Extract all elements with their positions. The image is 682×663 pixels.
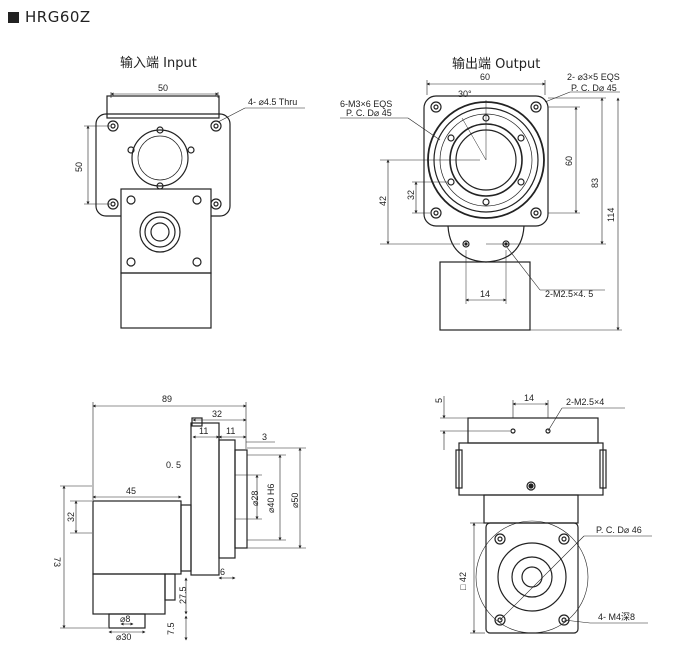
output-flange [423, 95, 549, 227]
output-dim-w14: 14 [480, 289, 490, 299]
side-dim-d40: ⌀40 H6 [266, 484, 276, 513]
bottom-pcd-circle [475, 520, 589, 634]
output-dim-h60: 60 [564, 156, 574, 166]
output-dim-h114: 114 [606, 208, 616, 222]
bottom-dim-5: 5 [434, 398, 444, 403]
side-dim-73: 73 [52, 557, 62, 567]
side-dim-d50: ⌀50 [290, 493, 300, 508]
side-dim-d28: ⌀28 [250, 491, 260, 506]
side-view [60, 402, 306, 641]
side-dim-05: 0. 5 [166, 460, 181, 470]
bottom-dim-14: 14 [524, 393, 534, 403]
bottom-dim-sq42: □ 42 [458, 572, 468, 590]
input-bore [131, 129, 189, 187]
side-dim-32v: 32 [66, 512, 76, 522]
bottom-view [440, 396, 652, 634]
output-dim-h32: 32 [406, 190, 416, 200]
input-view-label: 输入端 Input [120, 56, 197, 71]
input-dim-holes: 4- ⌀4.5 Thru [248, 97, 297, 107]
input-dim-height: 50 [74, 162, 84, 172]
square-bullet-icon [8, 11, 19, 23]
output-dim-holes-top-2: P. C. D⌀ 45 [571, 83, 617, 93]
bottom-dim-m4: 4- M4深8 [598, 612, 635, 622]
bottom-dim-m25: 2-M2.5×4 [566, 397, 604, 407]
output-dim-holes-left-2: P. C. D⌀ 45 [346, 108, 392, 118]
bottom-motor-adapter [483, 494, 579, 524]
bottom-motor-flange [485, 522, 579, 634]
side-dim-11b: 11 [226, 426, 235, 436]
side-dim-32: 32 [212, 409, 222, 419]
output-dim-h83: 83 [590, 178, 600, 188]
output-dim-m25: 2-M2.5×4. 5 [545, 289, 593, 299]
output-dim-width: 60 [480, 72, 490, 82]
side-dim-89: 89 [162, 394, 172, 404]
bottom-dim-pcd: P. C. D⌀ 46 [596, 525, 642, 535]
side-dim-6: 6 [220, 567, 225, 577]
input-dim-width: 50 [158, 83, 168, 93]
side-gear-body [92, 500, 182, 575]
motor-body [120, 272, 212, 329]
output-dim-holes-left-1: 6-M3×6 EQS [340, 99, 392, 109]
output-view-label: 输出端 Output [452, 57, 541, 72]
side-dim-27-5: 27.5 [178, 586, 188, 604]
side-dim-d30: ⌀30 [116, 632, 131, 642]
output-view [340, 80, 622, 331]
side-dim-7-5: 7.5 [166, 622, 176, 635]
side-dim-d8: ⌀8 [120, 614, 130, 624]
side-dim-3: 3 [262, 432, 267, 442]
output-dim-holes-top-1: 2- ⌀3×5 EQS [567, 72, 620, 82]
side-dim-45: 45 [126, 486, 136, 496]
output-dim-angle: 30° [458, 89, 472, 99]
output-dim-h42: 42 [378, 196, 388, 206]
page-title: HRG60Z [8, 8, 91, 26]
side-motor [92, 573, 166, 615]
output-motor-body [439, 261, 531, 331]
bottom-upper-block [467, 417, 599, 444]
side-dim-11a: 11 [199, 426, 208, 436]
input-view [84, 92, 305, 329]
model-name: HRG60Z [25, 8, 91, 26]
side-flange [190, 422, 220, 576]
